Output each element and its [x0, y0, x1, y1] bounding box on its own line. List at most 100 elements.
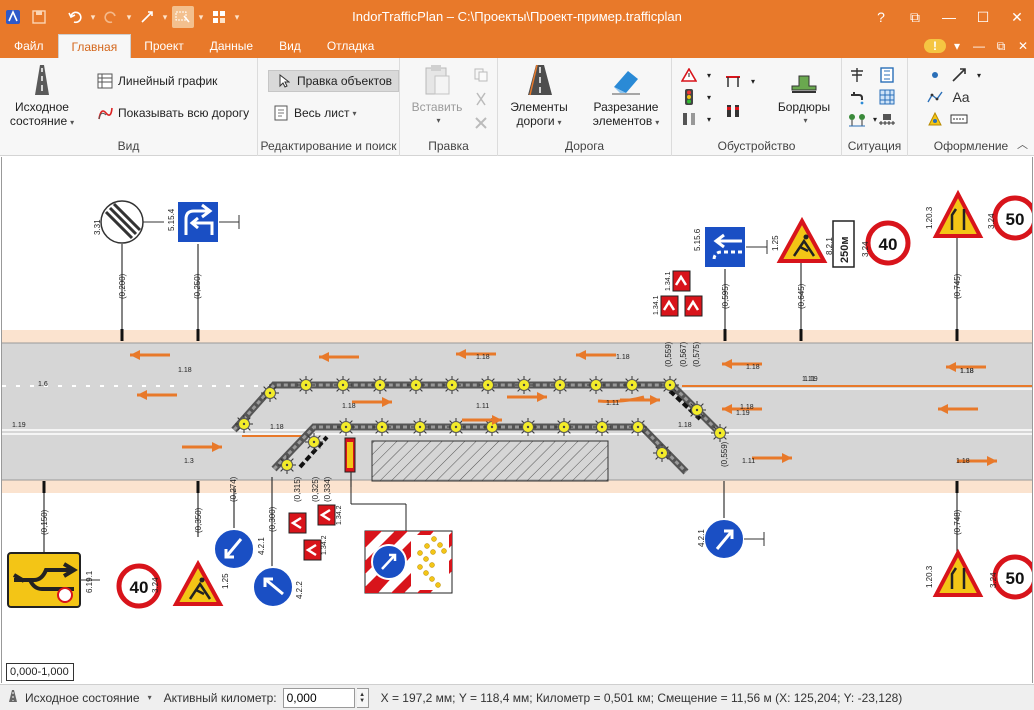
- minimize-button[interactable]: —: [942, 9, 956, 25]
- curbs-dropdown-icon[interactable]: ▾: [803, 116, 808, 125]
- customize-icon[interactable]: ▾: [234, 11, 240, 22]
- power-line-icon[interactable]: [848, 66, 866, 84]
- point-icon[interactable]: [926, 66, 944, 84]
- sign-3-24-speed-40-bottom[interactable]: 40: [116, 563, 162, 609]
- traffic-plan-drawing[interactable]: 250м 40 50 40: [2, 157, 1033, 683]
- road-marker-icon[interactable]: [724, 102, 742, 120]
- warning-lamp: [373, 418, 391, 436]
- paste-dropdown-icon[interactable]: ▾: [436, 116, 441, 125]
- polyline-icon[interactable]: [926, 88, 944, 106]
- sign-4-2-1-keep-right-bottom-left[interactable]: [213, 528, 255, 570]
- plan-canvas[interactable]: 250м 40 50 40: [1, 157, 1033, 683]
- road-elements-icon: [521, 64, 557, 96]
- state-selector[interactable]: Исходное состояние ▾: [6, 689, 152, 706]
- sign-5-15-6-lane-end[interactable]: [703, 225, 768, 269]
- app-logo-icon[interactable]: [2, 6, 24, 28]
- grid-blocks-icon[interactable]: [878, 88, 896, 106]
- ribbon-collapse-icon[interactable]: ︿: [1017, 139, 1028, 151]
- cut-icon[interactable]: [472, 90, 490, 108]
- km-spinner[interactable]: ▲▼: [356, 687, 369, 708]
- warning-dropdown-icon[interactable]: ▾: [706, 70, 711, 80]
- cutting-elements-button[interactable]: Разрезание элементов▾: [586, 64, 666, 130]
- group-road-label: Дорога: [564, 139, 605, 153]
- post-anchor: [799, 329, 803, 341]
- sign-3-31-end-restrictions[interactable]: [100, 200, 164, 244]
- redo-icon[interactable]: [100, 6, 122, 28]
- sign-6-19-1-detour-scheme[interactable]: [7, 552, 100, 608]
- plan-label: (0,350): [194, 507, 203, 533]
- sign-1-20-3-narrowing-bottom[interactable]: [932, 548, 984, 597]
- undo-icon[interactable]: [64, 6, 86, 28]
- curbs-button[interactable]: Бордюры ▾: [772, 64, 836, 128]
- faucet-icon[interactable]: [848, 88, 866, 106]
- barrier-icon[interactable]: [680, 110, 698, 128]
- delete-icon[interactable]: [472, 114, 490, 132]
- traffic-light-dropdown-icon[interactable]: ▾: [706, 92, 711, 102]
- sign-3-24-speed-50-bottom[interactable]: 50: [992, 554, 1033, 600]
- arrow-dropdown-icon[interactable]: ▾: [976, 70, 981, 80]
- gate-dropdown-icon[interactable]: ▾: [750, 76, 755, 86]
- road-elements-button[interactable]: Элементы дороги▾: [504, 64, 574, 130]
- select-tool-icon[interactable]: [172, 6, 194, 28]
- tab-view[interactable]: Вид: [279, 39, 301, 53]
- doc-minimize-icon[interactable]: —: [973, 39, 985, 53]
- redo-dropdown-icon[interactable]: ▾: [126, 11, 132, 22]
- sign-4-2-1-keep-right-bottom-right[interactable]: [703, 518, 765, 560]
- line-style-icon[interactable]: [950, 110, 968, 128]
- notification-dropdown-icon[interactable]: ▾: [953, 39, 961, 53]
- km-input[interactable]: [282, 687, 355, 708]
- arrow-line-icon[interactable]: [950, 66, 968, 84]
- initial-state-button[interactable]: Исходное состояние▾: [6, 64, 78, 130]
- doc-restore-icon[interactable]: ⧉: [996, 38, 1006, 53]
- copy-icon[interactable]: [472, 66, 490, 84]
- tree-row-icon[interactable]: [848, 110, 866, 128]
- railway-icon[interactable]: [878, 110, 896, 128]
- save-icon[interactable]: [28, 6, 50, 28]
- arrow-board-callout[interactable]: [364, 530, 453, 594]
- group-situation: ▾ Ситуация: [842, 58, 908, 156]
- tab-file[interactable]: Файл: [14, 39, 44, 53]
- signs-1-34-chevrons-bottom[interactable]: [288, 504, 336, 561]
- barrier-dropdown-icon[interactable]: ▾: [706, 114, 711, 124]
- edit-objects-button[interactable]: Правка объектов: [268, 70, 399, 92]
- tab-debug[interactable]: Отладка: [326, 39, 375, 53]
- maximize-button[interactable]: ☐: [976, 8, 990, 25]
- sign-3-24-speed-40-top[interactable]: 40: [865, 220, 911, 266]
- plan-label: 5.15.4: [167, 208, 176, 231]
- signs-1-34-chevrons-top[interactable]: [660, 270, 703, 317]
- select-dropdown-icon[interactable]: ▾: [198, 11, 204, 22]
- marking-label: 1.18: [616, 354, 630, 361]
- sign-8-2-1-distance-plate[interactable]: 250м: [832, 220, 855, 268]
- linear-chart-button[interactable]: Линейный график: [96, 70, 217, 92]
- sign-1-20-3-narrowing-top[interactable]: [932, 189, 984, 238]
- sign-1-25-road-works[interactable]: [776, 216, 828, 263]
- sign-3-24-speed-50-top[interactable]: 50: [992, 195, 1033, 241]
- warning-sign-icon[interactable]: [680, 66, 698, 84]
- whole-sheet-button[interactable]: Весь лист▾: [272, 102, 356, 124]
- sign-1-25-road-works-bottom[interactable]: [172, 559, 224, 606]
- close-button[interactable]: ✕: [1011, 8, 1023, 25]
- tree-dropdown-icon[interactable]: ▾: [872, 114, 877, 124]
- tab-data[interactable]: Данные: [209, 39, 254, 53]
- palette-icon[interactable]: [926, 110, 944, 128]
- work-zone[interactable]: [371, 440, 609, 482]
- traffic-light-icon[interactable]: [680, 88, 698, 106]
- notification-icon[interactable]: !: [924, 39, 946, 53]
- show-whole-road-button[interactable]: Показывать всю дорогу: [96, 102, 249, 124]
- undo-dropdown-icon[interactable]: ▾: [90, 11, 96, 22]
- ribbon-display-icon[interactable]: ⧉: [910, 8, 920, 25]
- doc-close-icon[interactable]: ✕: [1017, 39, 1029, 53]
- gate-icon[interactable]: [724, 72, 742, 90]
- sign-5-15-4-lane-start[interactable]: [176, 200, 240, 244]
- tab-project[interactable]: Проект: [144, 39, 184, 53]
- paste-button[interactable]: Вставить ▾: [406, 64, 468, 128]
- pointer-dropdown-icon[interactable]: ▾: [162, 11, 168, 22]
- help-icon[interactable]: ?: [877, 9, 885, 25]
- sign-4-2-2-keep-left-bottom[interactable]: [252, 566, 294, 608]
- text-tool-icon[interactable]: Aa: [952, 89, 970, 105]
- pointer-tool-icon[interactable]: [136, 6, 158, 28]
- tab-home[interactable]: Главная: [57, 34, 132, 58]
- building-icon[interactable]: [878, 66, 896, 84]
- layout-icon[interactable]: [208, 6, 230, 28]
- state-dropdown-icon[interactable]: ▾: [147, 693, 152, 702]
